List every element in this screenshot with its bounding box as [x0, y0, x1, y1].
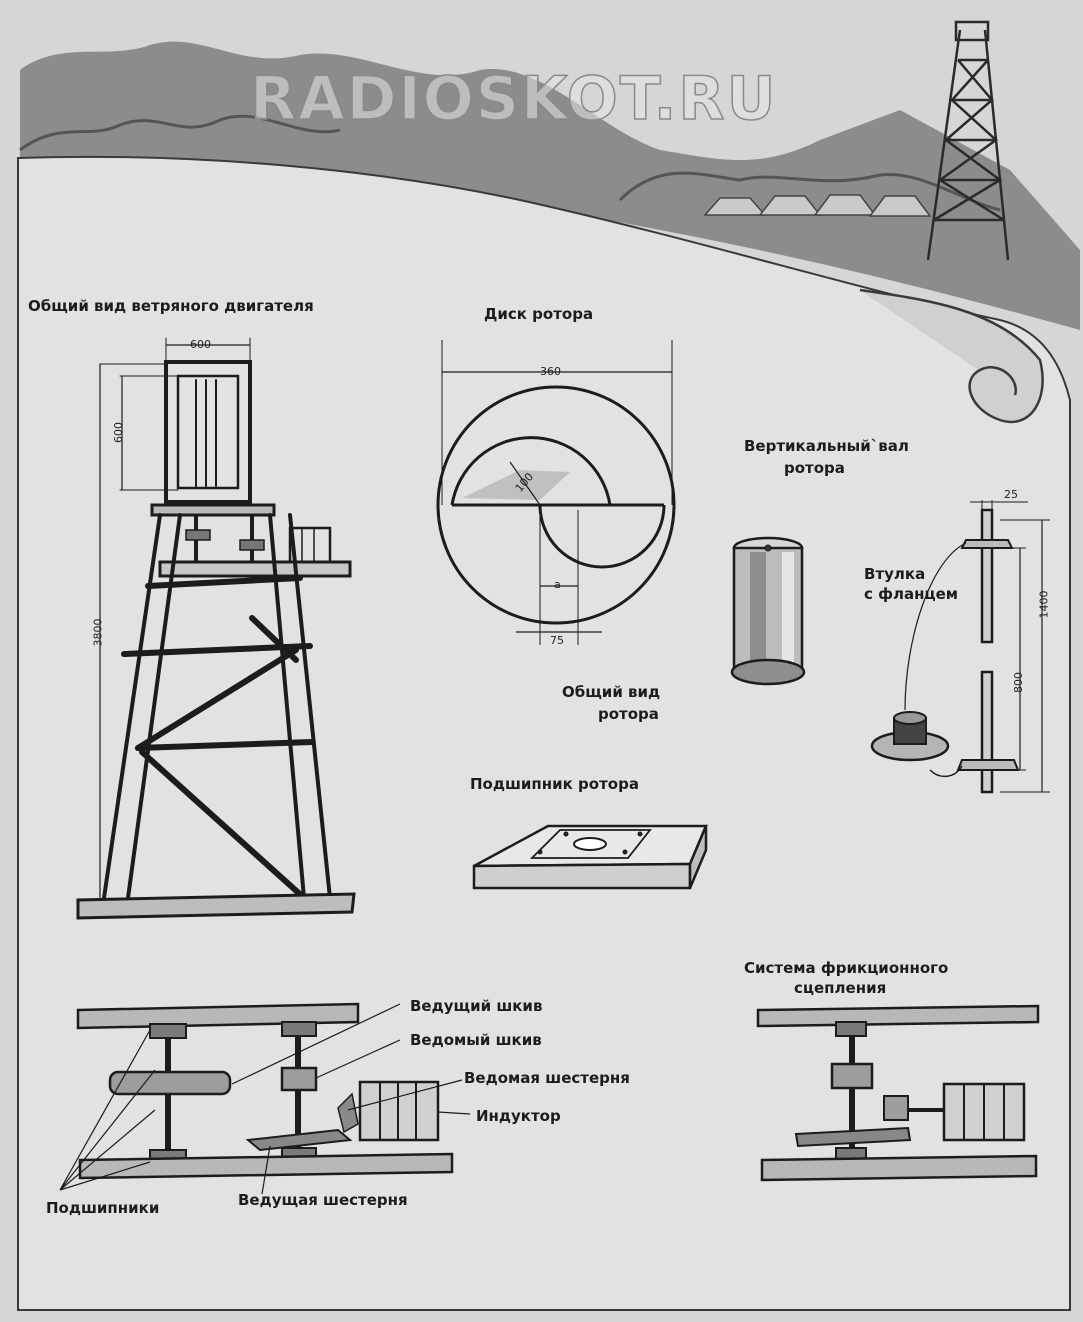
label-bushing-2: с фланцем [864, 585, 959, 603]
bushing-flange [870, 711, 950, 762]
dim-offset-a: a [554, 578, 561, 591]
label-driven-pulley: Ведомый шкив [410, 1031, 542, 1049]
label-friction-2: сцепления [794, 979, 887, 997]
label-rotor-bearing: Подшипник ротора [470, 775, 639, 793]
label-general-view: Общий вид ветряного двигателя [28, 297, 314, 315]
vertical-shaft-drawing [904, 500, 1050, 794]
dim-shaft-diameter: 25 [1004, 488, 1018, 501]
rotor-cylinder [730, 536, 806, 686]
dim-shaft-lower: 800 [1012, 672, 1025, 693]
label-vertical-shaft-1: Вертикальный`вал [744, 437, 909, 455]
label-rotor-disk: Диск ротора [484, 305, 594, 323]
dim-frame-width: 600 [190, 338, 211, 351]
watermark-text: RADIOSKOT.RU [249, 63, 778, 135]
rotor-disk-drawing [436, 340, 676, 645]
drive-mechanism-drawing [59, 1002, 471, 1195]
label-rotor-view-2: ротора [598, 705, 659, 723]
label-rotor-view-1: Общий вид [562, 683, 661, 701]
friction-clutch-drawing [756, 1004, 1040, 1182]
label-inductor: Индуктор [476, 1107, 561, 1125]
windmill-tower [76, 337, 356, 920]
paper-curl [859, 288, 1044, 424]
dim-offset-75: 75 [550, 634, 564, 647]
label-friction-1: Система фрикционного [744, 959, 949, 977]
label-driven-gear: Ведомая шестерня [464, 1069, 630, 1087]
dim-frame-height: 600 [112, 422, 125, 443]
label-vertical-shaft-2: ротора [784, 459, 845, 477]
label-bushing-1: Втулка [864, 565, 926, 583]
label-bearings: Подшипники [46, 1199, 160, 1217]
village-houses [703, 194, 932, 217]
lattice-tower-background [926, 20, 1010, 261]
rotor-bearing-drawing [472, 824, 708, 890]
dim-shaft-length: 1400 [1037, 590, 1051, 619]
dim-disk-diameter: 360 [540, 365, 561, 378]
label-drive-pulley: Ведущий шкив [410, 997, 543, 1015]
label-drive-gear: Ведущая шестерня [238, 1191, 408, 1209]
dim-tower-height: 3800 [91, 618, 105, 647]
